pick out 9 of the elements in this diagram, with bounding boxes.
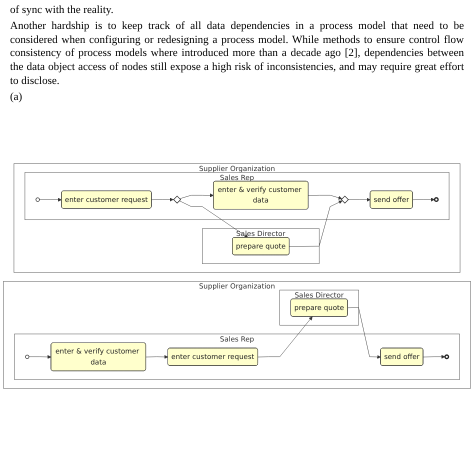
paragraph-text: Another hardship is to keep track of all data dependencies in a process model that need to be considered when configuring or redesigning a process model. While methods to ensure control flow consistency of process models where introduced more than a decade ago [2], dependencies between the data object access of nodes still expose a high risk of inconsistencies, and may require great effort to disclose. [10, 20, 464, 88]
node-diamond [173, 196, 182, 204]
node-circle [36, 198, 40, 202]
node-diamond [340, 196, 349, 204]
node-circle [434, 197, 439, 202]
node-circle [25, 354, 30, 360]
paragraph-text: of sync with the reality. [10, 4, 114, 18]
paragraph-text: (a) [10, 90, 24, 104]
node-circle [444, 354, 450, 360]
